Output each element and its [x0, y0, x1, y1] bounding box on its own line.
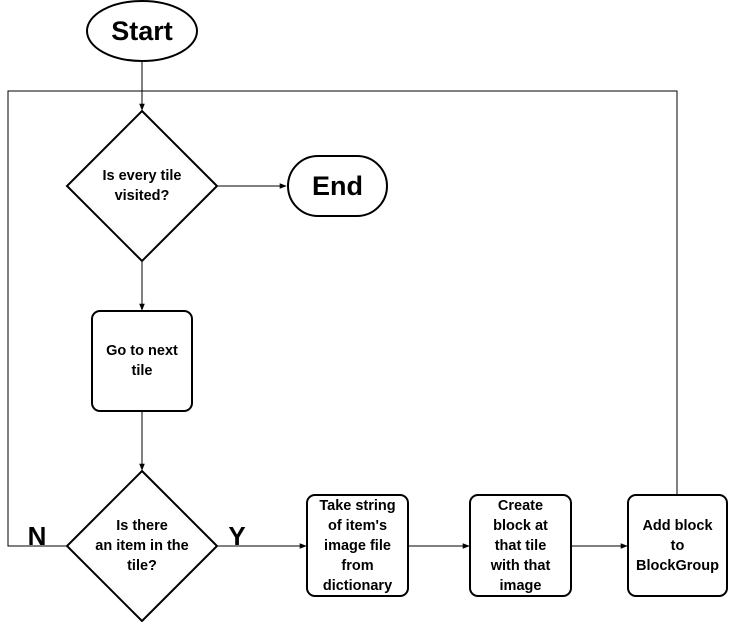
add-block-label: Add block to BlockGroup [636, 517, 719, 574]
connector-item-no-loop [7, 90, 142, 547]
end-label: End [312, 171, 363, 201]
item-decision-shape [65, 469, 219, 622]
yes-branch-label: Y [228, 521, 246, 551]
create-block-label: Create block at that tile with that imag… [490, 497, 551, 594]
end-terminal-shape [287, 155, 388, 217]
start-label: Start [111, 16, 173, 46]
take-string-label: Take string of item's image file from di… [319, 497, 396, 594]
item-decision-label: Is there an item in the tile? [95, 518, 189, 574]
no-branch-label: N [27, 521, 47, 551]
visited-decision-label: Is every tile visited? [102, 168, 182, 204]
connector-add-loop-back [142, 90, 678, 495]
next-tile-label: Go to next tile [106, 343, 178, 379]
